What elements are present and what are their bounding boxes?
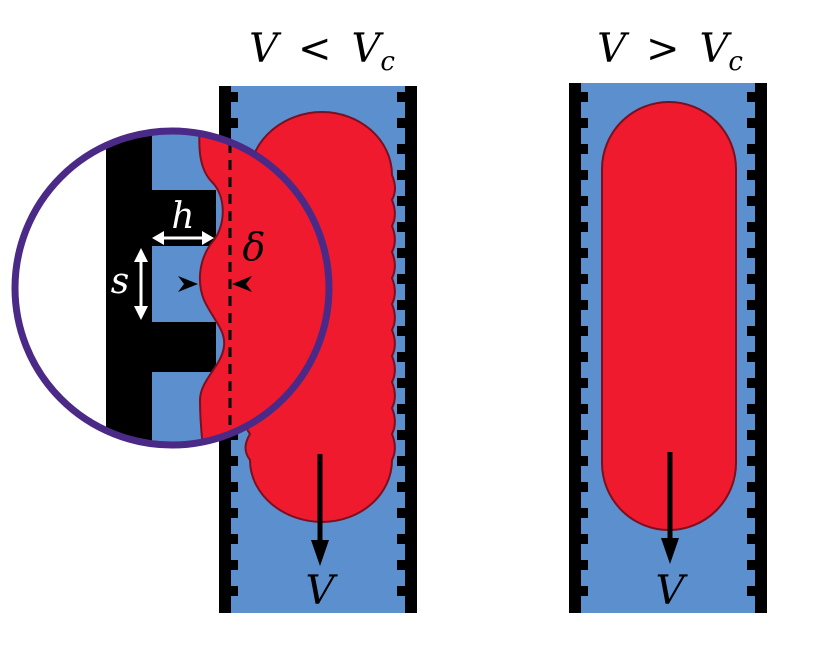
left-channel-right-teeth: [397, 92, 406, 596]
h-dimension-arrow: [152, 231, 214, 245]
right-velocity-label: V: [656, 568, 689, 614]
right-velocity-arrow: [661, 452, 679, 564]
left-velocity-label: V: [306, 568, 339, 614]
inset-groove-bottom: [150, 322, 216, 372]
s-dimension-arrow: [134, 248, 148, 320]
right-panel-title: V > Vc: [597, 26, 743, 77]
magnified-inset: h s δ: [11, 127, 333, 449]
delta-indicator: [178, 276, 252, 292]
magnifier-ring: [11, 127, 333, 449]
s-label: s: [111, 261, 129, 302]
right-panel: V > Vc: [569, 26, 767, 614]
right-channel-right-teeth: [747, 92, 756, 596]
right-channel-right-wall: [755, 83, 767, 613]
left-velocity-arrow: [311, 454, 329, 566]
right-channel-left-wall: [569, 83, 581, 613]
left-panel-title: V < Vc: [249, 26, 395, 77]
inset-wall: [106, 131, 152, 445]
delta-label: δ: [243, 225, 266, 269]
right-channel-left-teeth: [579, 92, 588, 596]
left-channel-right-wall: [405, 86, 417, 613]
h-label: h: [171, 196, 194, 237]
